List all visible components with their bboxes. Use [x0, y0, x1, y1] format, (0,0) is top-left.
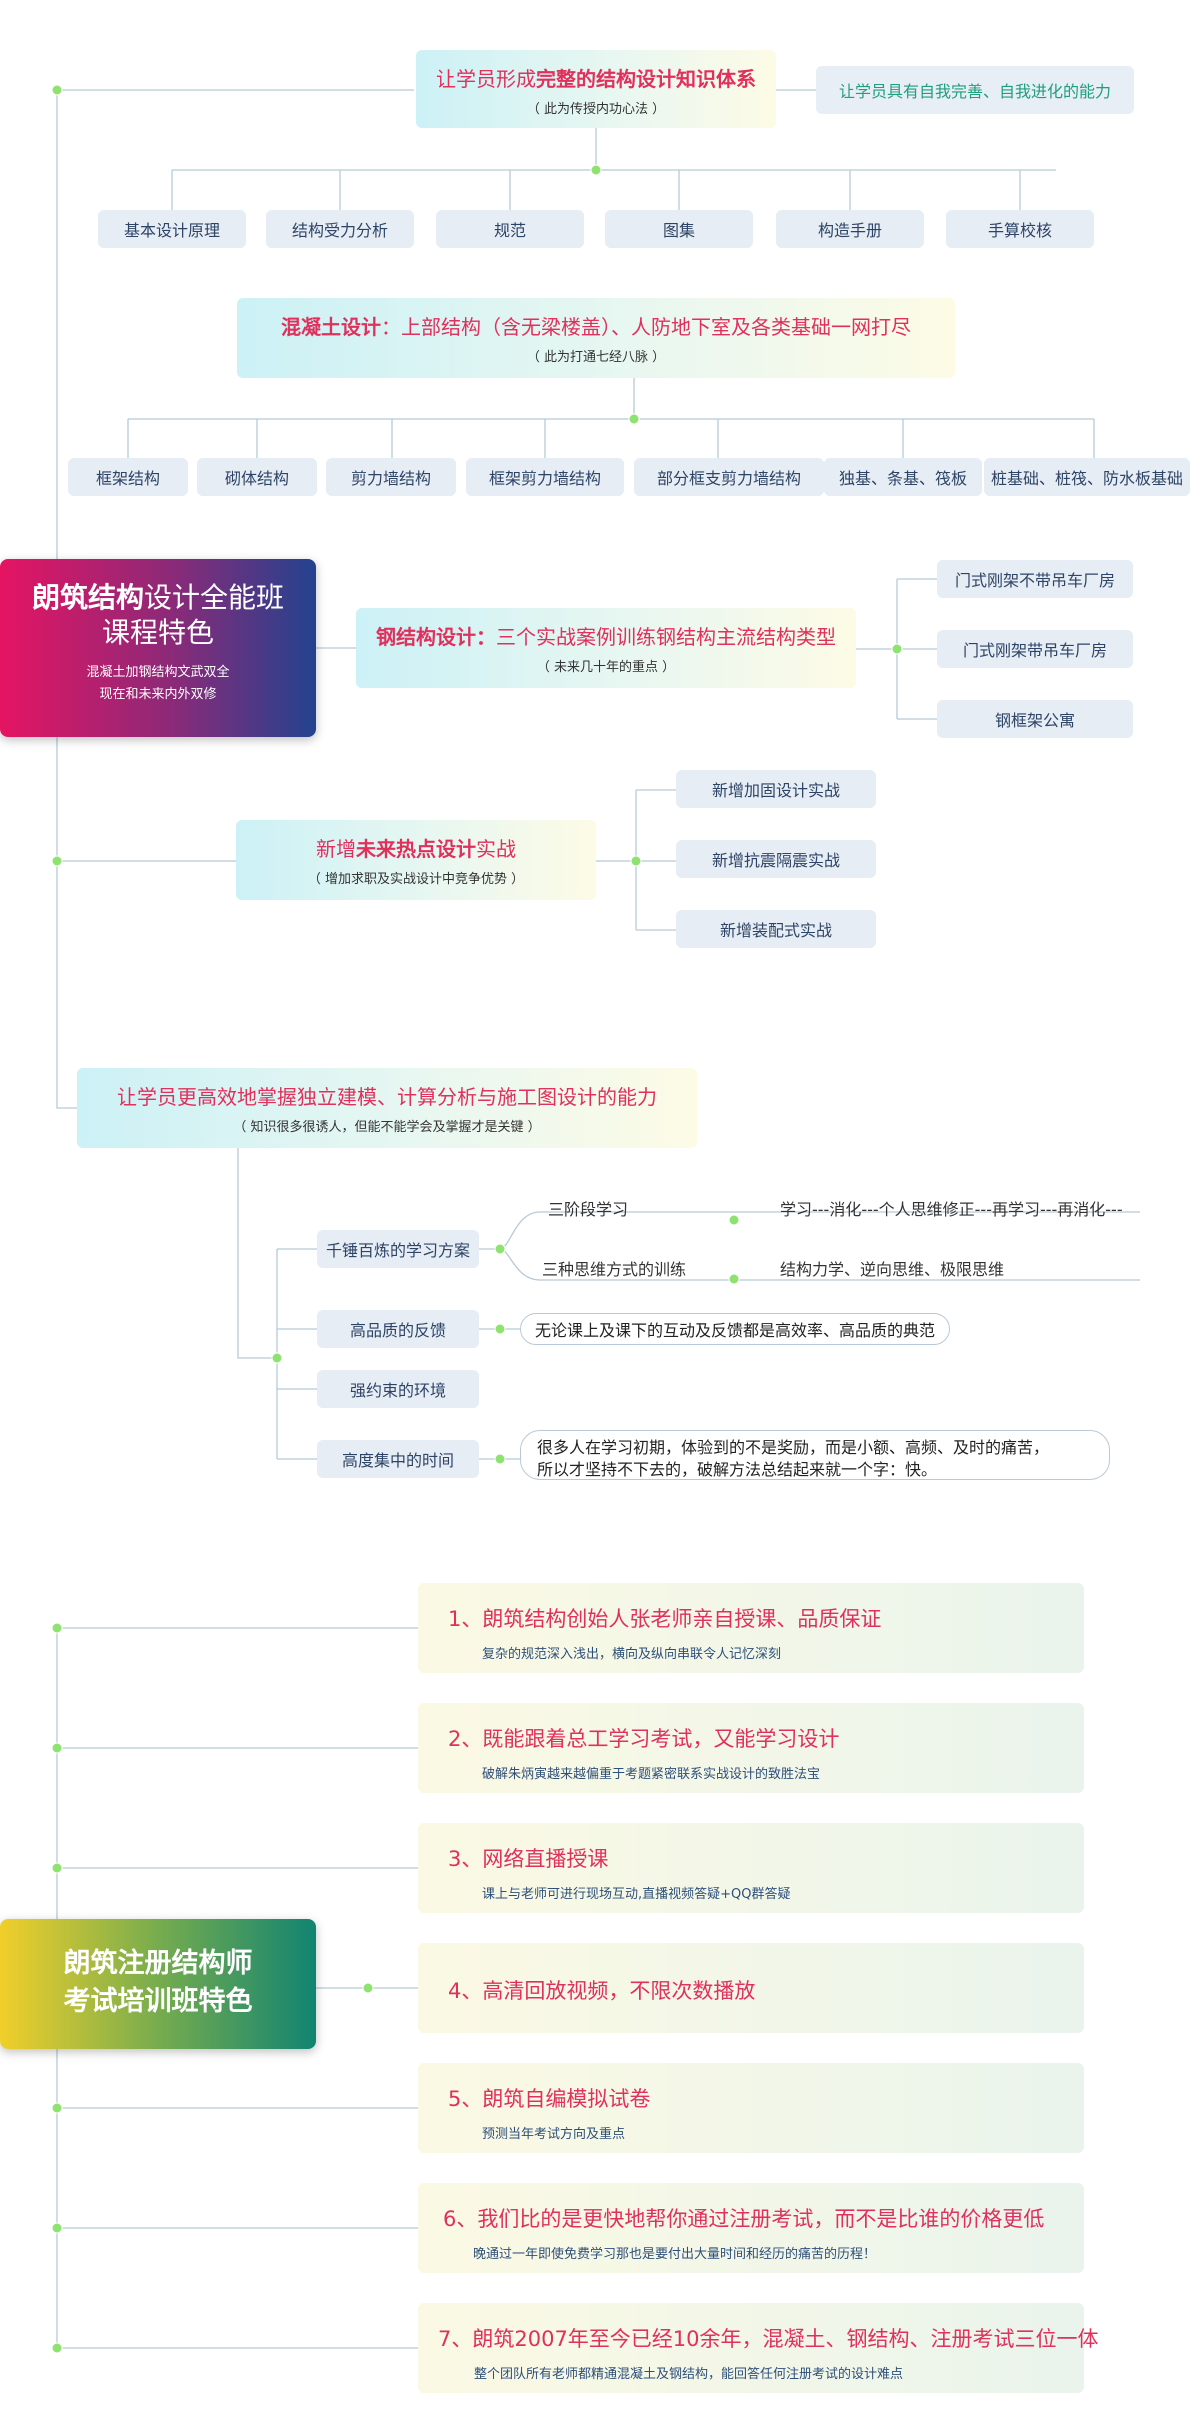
- concrete-child-pill: 框架剪力墙结构: [466, 458, 624, 496]
- exam-feature-card: 7、朗筑2007年至今已经10余年，混凝土、钢结构、注册考试三位一体 整个团队所…: [418, 2303, 1099, 2393]
- hot-child-pill: 新增加固设计实战: [676, 770, 876, 808]
- exam-feature-sub: 晚通过一年即使免费学习那也是要付出大量时间和经历的痛苦的历程！: [473, 2247, 877, 2262]
- central-title-bold: 朗筑结构: [31, 581, 144, 614]
- ability-child-pill: 强约束的环境: [317, 1370, 479, 1408]
- exam-feature-title: 3、网络直播授课: [448, 1847, 609, 1871]
- time-note-line1: 很多人在学习初期，体验到的不是奖励，而是小额、高频、及时的痛苦，: [537, 1438, 1050, 1457]
- central-sub-1: 混凝土加钢结构文武双全: [86, 665, 230, 680]
- central-topic-exam-course: 朗筑注册结构师 考试培训班特色: [0, 1919, 316, 2049]
- topic-hot-pre: 新增: [316, 837, 356, 861]
- topic-knowledge-pre: 让学员形成: [436, 67, 536, 91]
- plan-thinking-detail: 结构力学、逆向思维、极限思维: [780, 1260, 1005, 1279]
- exam-feature-title: 2、既能跟着总工学习考试，又能学习设计: [448, 1727, 840, 1751]
- time-note-line2: 所以才坚持不下去的，破解方法总结起来就一个字：快。: [537, 1460, 938, 1479]
- exam-feature-card: 1、朗筑结构创始人张老师亲自授课、品质保证 复杂的规范深入浅出，横向及纵向串联令…: [418, 1583, 1084, 1673]
- exam-feature-sub: 预测当年考试方向及重点: [482, 2127, 626, 2142]
- plan-stage-label: 三阶段学习: [548, 1200, 629, 1219]
- exam-feature-title: 4、高清回放视频，不限次数播放: [448, 1979, 756, 2003]
- exam-feature-card: 6、我们比的是更快地帮你通过注册考试，而不是比谁的价格更低 晚通过一年即使免费学…: [418, 2183, 1084, 2273]
- plan-thinking-label: 三种思维方式的训练: [542, 1260, 687, 1279]
- topic-ability: 让学员更高效地掌握独立建模、计算分析与施工图设计的能力 （ 知识很多很诱人，但能…: [77, 1068, 697, 1148]
- topic-ability-sub: （ 知识很多很诱人，但能不能学会及掌握才是关键 ）: [233, 1120, 541, 1135]
- top-child-pill: 结构受力分析: [266, 210, 414, 248]
- topic-knowledge-system: 让学员形成完整的结构设计知识体系 （ 此为传授内功心法 ）: [416, 50, 776, 128]
- top-child-pill: 基本设计原理: [98, 210, 246, 248]
- exam-feature-title: 5、朗筑自编模拟试卷: [448, 2087, 651, 2111]
- exam-center-line2: 考试培训班特色: [63, 1986, 253, 2017]
- exam-feature-card: 3、网络直播授课 课上与老师可进行现场互动,直播视频答疑+QQ群答疑: [418, 1823, 1084, 1913]
- top-child-pill: 手算校核: [946, 210, 1094, 248]
- time-note: 很多人在学习初期，体验到的不是奖励，而是小额、高频、及时的痛苦， 所以才坚持不下…: [520, 1430, 1110, 1480]
- concrete-child-pill: 框架结构: [68, 458, 188, 496]
- exam-feature-card: 5、朗筑自编模拟试卷 预测当年考试方向及重点: [418, 2063, 1084, 2153]
- top-child-pill: 图集: [605, 210, 753, 248]
- topic-concrete-bold: 混凝土设计: [281, 315, 381, 339]
- plan-stage-detail: 学习---消化---个人思维修正---再学习---再消化---: [780, 1200, 1123, 1219]
- exam-feature-sub: 课上与老师可进行现场互动,直播视频答疑+QQ群答疑: [482, 1887, 791, 1902]
- steel-child-pill: 门式刚架不带吊车厂房: [937, 560, 1133, 598]
- topic-concrete-rest: ：上部结构（含无梁楼盖）、人防地下室及各类基础一网打尽: [381, 315, 911, 339]
- hot-child-pill: 新增装配式实战: [676, 910, 876, 948]
- topic-ability-title: 让学员更高效地掌握独立建模、计算分析与施工图设计的能力: [117, 1085, 657, 1109]
- ability-child-pill: 高品质的反馈: [317, 1310, 479, 1348]
- central-topic-design-course: 朗筑结构设计全能班 课程特色 混凝土加钢结构文武双全 现在和未来内外双修: [0, 559, 316, 737]
- exam-center-line1: 朗筑注册结构师: [63, 1948, 253, 1979]
- steel-child-pill: 门式刚架带吊车厂房: [937, 630, 1133, 668]
- central-title-rest: 设计全能班: [144, 581, 285, 614]
- exam-feature-title: 1、朗筑结构创始人张老师亲自授课、品质保证: [448, 1607, 882, 1631]
- topic-self-evolve: 让学员具有自我完善、自我进化的能力: [816, 66, 1134, 114]
- ability-child-pill: 高度集中的时间: [317, 1440, 479, 1478]
- exam-feature-title: 7、朗筑2007年至今已经10余年，混凝土、钢结构、注册考试三位一体: [438, 2327, 1099, 2351]
- topic-concrete-sub: （ 此为打通七经八脉 ）: [526, 350, 666, 365]
- central-title-line2: 课程特色: [101, 616, 214, 649]
- concrete-child-pill: 独基、条基、筏板: [824, 458, 982, 496]
- exam-feature-sub: 整个团队所有老师都精通混凝土及钢结构，能回答任何注册考试的设计难点: [474, 2367, 904, 2382]
- feedback-note: 无论课上及课下的互动及反馈都是高效率、高品质的典范: [520, 1313, 951, 1345]
- concrete-child-pill: 砌体结构: [197, 458, 317, 496]
- steel-child-pill: 钢框架公寓: [937, 700, 1133, 738]
- concrete-child-pill: 剪力墙结构: [326, 458, 456, 496]
- exam-feature-card: 4、高清回放视频，不限次数播放: [418, 1943, 1084, 2033]
- top-child-pill: 规范: [436, 210, 584, 248]
- central-sub-2: 现在和未来内外双修: [99, 687, 217, 702]
- exam-feature-title: 6、我们比的是更快地帮你通过注册考试，而不是比谁的价格更低: [443, 2207, 1045, 2231]
- ability-child-pill: 千锤百炼的学习方案: [317, 1230, 479, 1268]
- topic-hot-bold: 未来热点设计: [356, 837, 476, 861]
- topic-hot-post: 实战: [476, 837, 516, 861]
- topic-hot-sub: （ 增加求职及实战设计中竞争优势 ）: [307, 872, 525, 887]
- topic-steel-design: 钢结构设计：三个实战案例训练钢结构主流结构类型 （ 未来几十年的重点 ）: [356, 608, 856, 688]
- topic-concrete-design: 混凝土设计：上部结构（含无梁楼盖）、人防地下室及各类基础一网打尽 （ 此为打通七…: [237, 298, 955, 378]
- exam-feature-sub: 复杂的规范深入浅出，横向及纵向串联令人记忆深刻: [482, 1647, 782, 1662]
- topic-steel-rest: 三个实战案例训练钢结构主流结构类型: [496, 625, 836, 649]
- topic-steel-sub: （ 未来几十年的重点 ）: [536, 660, 676, 675]
- top-child-pill: 构造手册: [776, 210, 924, 248]
- concrete-child-pill: 桩基础、桩筏、防水板基础: [984, 458, 1190, 496]
- exam-feature-sub: 破解朱炳寅越来越偏重于考题紧密联系实战设计的致胜法宝: [482, 1767, 821, 1782]
- hot-child-pill: 新增抗震隔震实战: [676, 840, 876, 878]
- concrete-child-pill: 部分框支剪力墙结构: [634, 458, 824, 496]
- topic-steel-bold: 钢结构设计：: [376, 625, 496, 649]
- topic-knowledge-sub: （ 此为传授内功心法 ）: [526, 102, 666, 117]
- topic-hot-design: 新增未来热点设计实战 （ 增加求职及实战设计中竞争优势 ）: [236, 820, 596, 900]
- topic-knowledge-bold: 完整的结构设计知识体系: [536, 67, 756, 91]
- exam-feature-card: 2、既能跟着总工学习考试，又能学习设计 破解朱炳寅越来越偏重于考题紧密联系实战设…: [418, 1703, 1084, 1793]
